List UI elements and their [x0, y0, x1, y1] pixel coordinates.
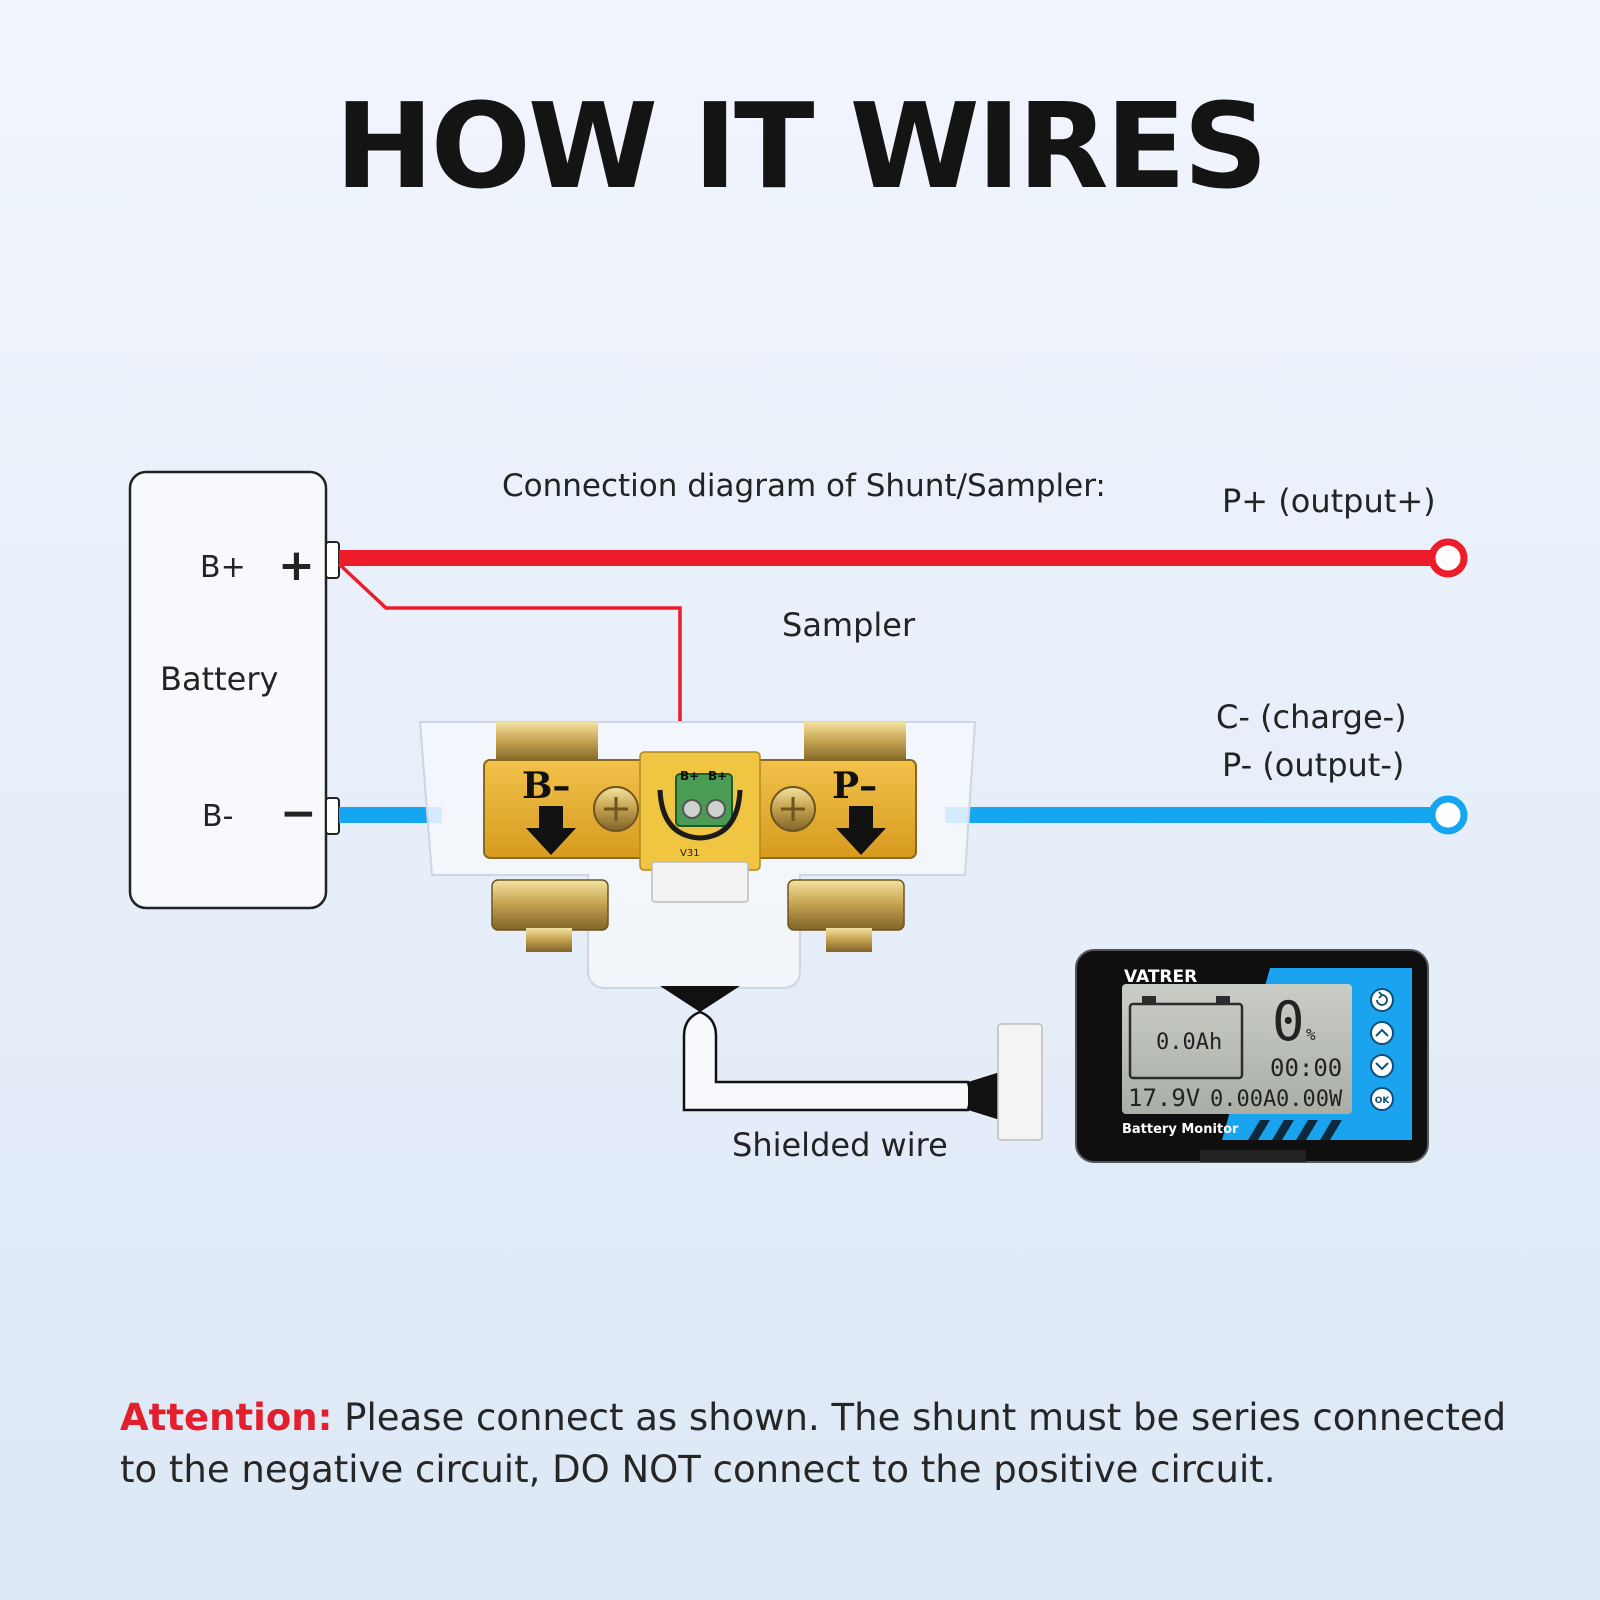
accent-stripes [1248, 1120, 1342, 1140]
lcd-percent-unit: % [1306, 1025, 1316, 1044]
battery-body [128, 470, 328, 910]
right-terminal-label: P– [832, 765, 877, 807]
terminal-screw-icon [682, 799, 702, 819]
charge-negative-label: C- (charge-) [1216, 698, 1407, 736]
up-icon [1370, 1021, 1394, 1045]
left-stud [526, 928, 572, 952]
negative-wire [339, 795, 1468, 835]
cable-boot [660, 986, 740, 1012]
sampler-wire [337, 562, 682, 722]
shunt: B– P– B+ B+ V31 [418, 721, 977, 989]
pcb-trace [657, 789, 743, 841]
right-nut [787, 879, 905, 931]
cable-boot [968, 1072, 1000, 1120]
monitor-plug [997, 1023, 1043, 1141]
battery-label: Battery [160, 660, 278, 698]
monitor-brand: VATRER [1124, 967, 1197, 987]
lcd-current: 0.00A [1210, 1087, 1276, 1112]
back-icon [1370, 988, 1394, 1012]
terminal-screw-icon [706, 799, 726, 819]
right-stud [826, 928, 872, 952]
battery-monitor: VATRER 0.0Ah 0 % 00:00 17.9V 0.00A 0.00W… [1075, 949, 1429, 1163]
monitor-down-button[interactable] [1370, 1054, 1394, 1078]
battery-positive-label: B+ [200, 550, 246, 585]
left-nut [491, 879, 609, 931]
shunt-output-connector [651, 861, 749, 903]
monitor-lcd [1122, 984, 1352, 1114]
right-bolt-top [804, 722, 906, 762]
output-negative-label: P- (output-) [1222, 746, 1404, 784]
lcd-capacity: 0.0Ah [1156, 1030, 1222, 1055]
battery-positive-symbol: + [278, 540, 315, 591]
positive-output-label: P+ (output+) [1222, 482, 1436, 520]
positive-wire [337, 538, 1468, 722]
shielded-wire [660, 986, 1043, 1141]
left-bolt-top [496, 722, 598, 762]
lcd-battery-outline-icon [1128, 1002, 1244, 1080]
positive-output-terminal-icon [1428, 538, 1468, 578]
battery-negative-terminal [325, 797, 340, 835]
left-arrow-down-icon [526, 806, 576, 855]
monitor-vents [1200, 1150, 1306, 1162]
monitor-ok-button[interactable]: OK [1370, 1087, 1394, 1111]
attention-label: Attention: [120, 1396, 333, 1439]
monitor-up-button[interactable] [1370, 1021, 1394, 1045]
lcd-power: 0.00W [1276, 1087, 1343, 1112]
monitor-model-label: Battery Monitor [1122, 1122, 1239, 1137]
negative-output-terminal-icon [1428, 795, 1468, 835]
cable-path [682, 1010, 972, 1112]
battery-negative-label: B- [202, 799, 233, 834]
attention-text: Please connect as shown. The shunt must … [120, 1396, 1507, 1491]
page-title: HOW IT WIRES [334, 77, 1268, 215]
down-icon [1370, 1054, 1394, 1078]
connector-label: B+ [708, 769, 727, 783]
attention-note: Attention: Please connect as shown. The … [120, 1392, 1520, 1496]
connector-label: B+ [680, 769, 699, 783]
right-arrow-down-icon [836, 806, 886, 855]
diagram-heading: Connection diagram of Shunt/Sampler: [502, 468, 1106, 504]
battery-negative-symbol: − [280, 788, 317, 839]
left-terminal-label: B– [522, 765, 570, 807]
ok-icon [1370, 1087, 1394, 1111]
pcb-marking: V31 [680, 848, 700, 859]
lcd-voltage: 17.9V [1128, 1084, 1200, 1112]
battery-positive-terminal [325, 541, 340, 579]
shielded-wire-label: Shielded wire [732, 1126, 948, 1164]
sampler-label: Sampler [782, 606, 916, 644]
lcd-time: 00:00 [1270, 1054, 1342, 1082]
ok-button-label: OK [1375, 1096, 1391, 1106]
lcd-percent: 0 [1272, 990, 1305, 1053]
monitor-back-button[interactable] [1370, 988, 1394, 1012]
